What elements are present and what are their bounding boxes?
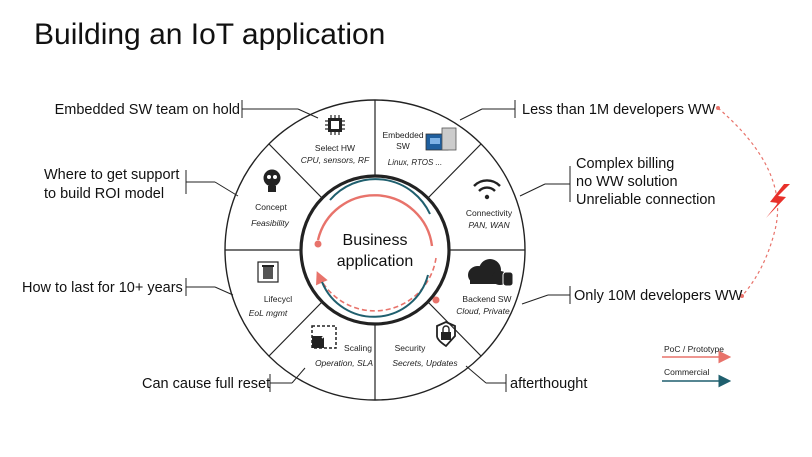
annotation-only-10m: Only 10M developers WW [574, 288, 743, 304]
segment-security: Security Secrets, Updates [392, 321, 458, 368]
commercial-arc-top [329, 178, 431, 215]
segment-backend-sw: Backend SW Cloud, Private [456, 259, 514, 316]
legend-poc-label: PoC / Prototype [664, 344, 724, 354]
segment-dividers [225, 100, 525, 400]
annotation-unreliable-connection: Unreliable connection [576, 192, 716, 208]
segment-sub: Feasibility [251, 218, 290, 228]
segment-label: Security [395, 343, 426, 353]
inner-ring [299, 174, 451, 326]
segment-select-hw: Select HW CPU, sensors, RF [301, 115, 370, 165]
segment-label: Backend SW [462, 294, 511, 304]
segment-scaling: Scaling Operation, SLA [311, 325, 373, 368]
expand-icon [311, 325, 337, 349]
poc-arc-bottom [316, 257, 437, 312]
annotation-afterthought: afterthought [510, 376, 588, 392]
segment-sub: EoL mgmt [249, 308, 288, 318]
computer-icon [425, 127, 457, 151]
segment-sub: Linux, RTOS ... [388, 158, 442, 167]
lightbulb-icon [263, 169, 281, 192]
poc-mid-dot [432, 296, 440, 304]
segment-label: Lifecycl [264, 294, 292, 304]
annotation-less-than-1m: Less than 1M developers WW [522, 102, 716, 118]
legend-commercial-label: Commercial [664, 367, 709, 377]
cloud-database-icon [468, 259, 514, 287]
lock-icon [436, 321, 456, 348]
segment-embedded-sw: Embedded SW Linux, RTOS ... [382, 127, 457, 167]
risk-curve-end-dot [740, 294, 744, 298]
risk-curve [717, 107, 779, 297]
risk-curve-start-dot [716, 106, 720, 110]
legend: PoC / Prototype Commercial [662, 344, 732, 388]
recycle-bin-icon [257, 261, 279, 283]
lightning-icon [766, 184, 790, 218]
center-line2: application [337, 253, 414, 270]
annotation-full-reset: Can cause full reset [142, 376, 271, 392]
segment-sub: PAN, WAN [468, 220, 510, 230]
annotation-support-line1: Where to get support [44, 167, 180, 183]
annotation-embedded-sw-team: Embedded SW team on hold [54, 102, 240, 118]
wifi-icon [473, 179, 501, 200]
segment-label-2: SW [396, 141, 410, 151]
segment-label: Select HW [315, 143, 355, 153]
segment-label: Scaling [344, 343, 372, 353]
right-connectors [459, 100, 571, 392]
center-line1: Business [343, 232, 408, 249]
segment-lifecycl: Lifecycl EoL mgmt [249, 261, 292, 318]
segment-sub: Cloud, Private [456, 306, 510, 316]
annotation-last-10-years: How to last for 10+ years [22, 280, 183, 296]
segment-label: Connectivity [466, 208, 513, 218]
left-connectors [185, 100, 319, 392]
poc-arc-top [316, 194, 434, 247]
segment-connectivity: Connectivity PAN, WAN [466, 179, 513, 230]
segment-label: Embedded [382, 130, 423, 140]
segment-sub: CPU, sensors, RF [301, 155, 370, 165]
segment-label: Concept [255, 202, 287, 212]
slide-title: Building an IoT application [34, 18, 386, 51]
annotation-complex-billing: Complex billing [576, 156, 675, 172]
commercial-arc-bottom [321, 274, 429, 318]
segment-sub: Operation, SLA [315, 358, 373, 368]
segment-sub: Secrets, Updates [392, 358, 458, 368]
annotation-support-line2: to build ROI model [44, 186, 165, 202]
poc-start-dot [314, 240, 322, 248]
segment-concept: Concept Feasibility [251, 169, 290, 228]
annotation-no-ww-solution: no WW solution [576, 174, 678, 190]
chip-icon [325, 115, 345, 135]
